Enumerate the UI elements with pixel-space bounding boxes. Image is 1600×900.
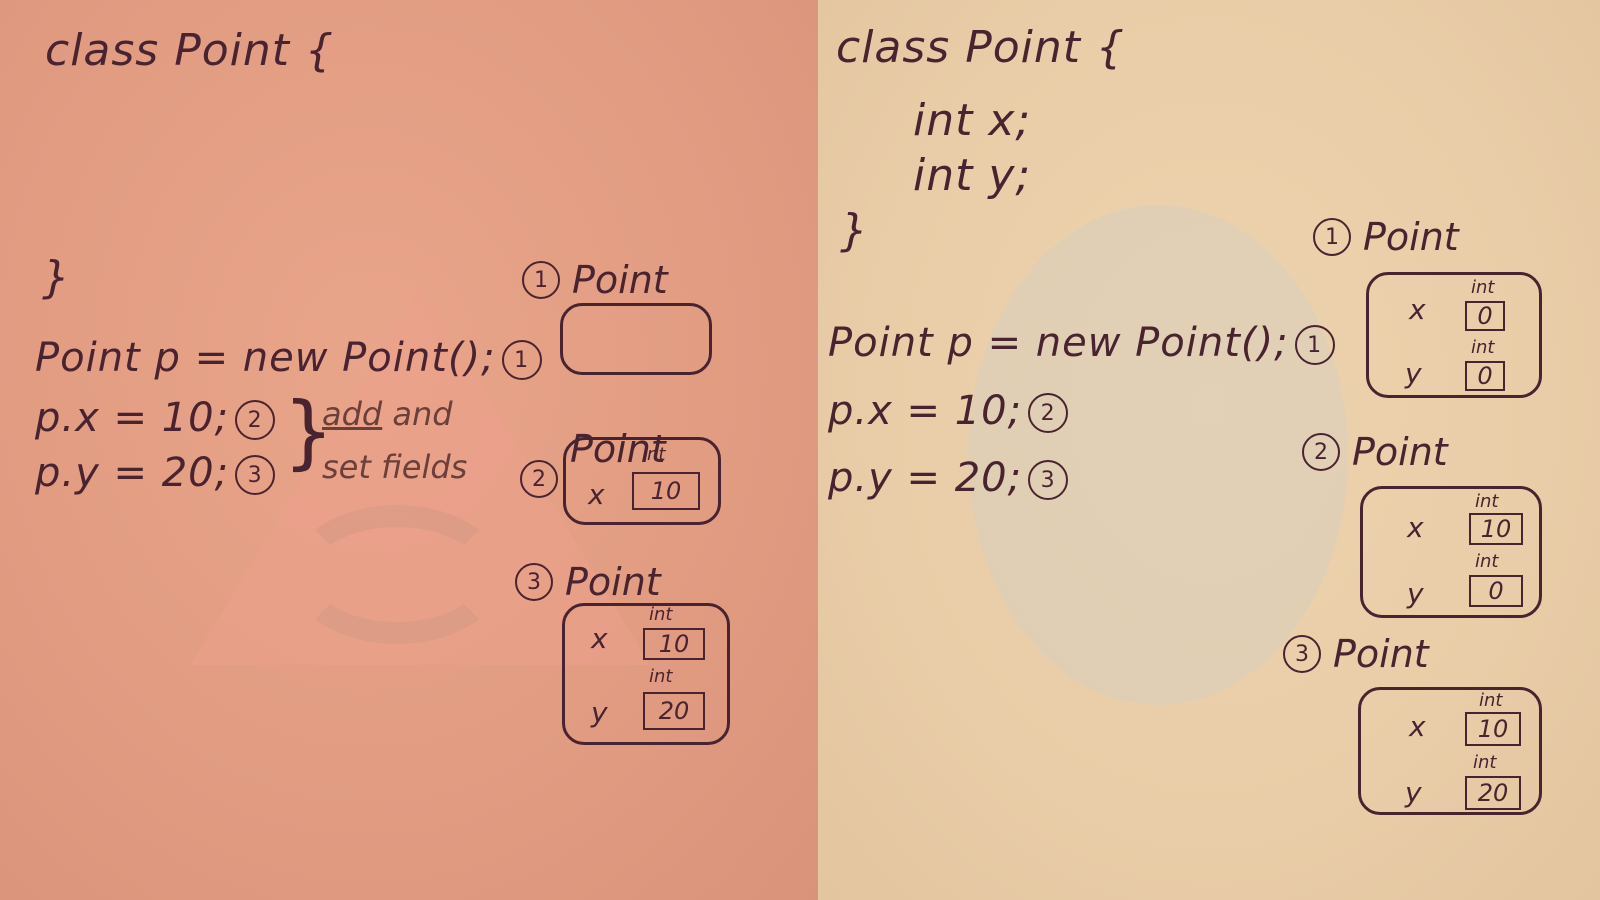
step-number: 1 [1294, 325, 1335, 365]
annotation-and: and [382, 395, 453, 433]
step-number: 2 [520, 460, 558, 498]
field-type: int [649, 604, 673, 625]
left-code-line-3: p.y = 20;3 [35, 450, 276, 496]
field-type: int [642, 444, 666, 465]
right-class-close: } [840, 205, 869, 256]
right-object-2-box: x int 10 y int 0 [1360, 486, 1542, 618]
field-value: 0 [1465, 301, 1505, 331]
field-value: 0 [1469, 575, 1523, 607]
right-object-2-label: 2 Point [1302, 430, 1448, 474]
code-text: Point p = new Point(); [828, 320, 1289, 366]
field-name: y [1405, 357, 1422, 390]
field-type: int [649, 666, 673, 687]
right-panel: class Point { int x; int y; } Point p = … [818, 0, 1600, 900]
right-object-1-box: x int 0 y int 0 [1366, 272, 1542, 398]
left-code-line-1: Point p = new Point();1 [35, 335, 542, 381]
field-type: int [1475, 551, 1499, 572]
step-number: 1 [522, 261, 560, 299]
field-type: int [1471, 277, 1495, 298]
step-number: 2 [1302, 433, 1340, 471]
right-object-3-box: x int 10 y int 20 [1358, 687, 1542, 815]
code-text: p.x = 10; [828, 388, 1023, 434]
field-name: x [588, 478, 605, 511]
field-type: int [1471, 337, 1495, 358]
watermark-circle [968, 205, 1348, 705]
field-type: int [1473, 752, 1497, 773]
step-number: 3 [515, 563, 553, 601]
left-class-close: } [42, 252, 71, 303]
brace-icon: } [283, 385, 334, 478]
field-value: 10 [1465, 712, 1521, 746]
field-type: int [1475, 491, 1499, 512]
right-code-line-2: p.x = 10;2 [828, 388, 1069, 434]
left-class-open: class Point { [45, 25, 335, 76]
left-panel: class Point { } Point p = new Point(); 1 … [0, 0, 818, 900]
object-title: Point [1333, 632, 1429, 676]
field-name: y [1407, 577, 1424, 610]
left-object-3-label: 3 Point [515, 560, 661, 604]
object-title: Point [1352, 430, 1448, 474]
field-name: x [1409, 293, 1426, 326]
annotation-line-1: add and [322, 395, 453, 433]
annotation-add: add [322, 395, 383, 433]
step-number: 3 [235, 455, 276, 495]
right-code-line-1: Point p = new Point();1 [828, 320, 1335, 366]
field-name: x [1409, 710, 1426, 743]
step-number: 2 [235, 400, 276, 440]
code-text: Point p = new Point(); [35, 335, 496, 381]
left-object-1-label: 1 Point [522, 258, 668, 302]
left-object-3-box: x int 10 y int 20 [562, 603, 730, 745]
left-object-2-box: x int 10 [563, 437, 721, 525]
step-number: 1 [1313, 218, 1351, 256]
field-value: 0 [1465, 361, 1505, 391]
code-text: p.x = 10; [35, 395, 230, 441]
watermark-swirl [290, 505, 504, 644]
right-object-3-label: 3 Point [1283, 632, 1429, 676]
object-title: Point [1363, 215, 1459, 259]
field-name: x [1407, 511, 1424, 544]
object-title: Point [570, 427, 666, 471]
field-value: 20 [1465, 776, 1521, 810]
field-name: y [1405, 776, 1422, 809]
step-number: 1 [501, 340, 542, 380]
right-object-1-label: 1 Point [1313, 215, 1459, 259]
annotation-line-2: set fields [322, 448, 468, 486]
code-text: p.y = 20; [828, 455, 1023, 501]
field-name: y [591, 696, 608, 729]
right-code-line-3: p.y = 20;3 [828, 455, 1069, 501]
left-code-line-2: p.x = 10;2 [35, 395, 276, 441]
left-object-1-box [560, 303, 712, 375]
step-number: 3 [1283, 635, 1321, 673]
field-value: 10 [643, 628, 705, 660]
step-number: 2 [1028, 393, 1069, 433]
code-text: p.y = 20; [35, 450, 230, 496]
field-value: 10 [1469, 513, 1523, 545]
right-field-y: int y; [913, 150, 1032, 201]
field-name: x [591, 622, 608, 655]
field-value: 20 [643, 692, 705, 730]
step-number: 3 [1028, 460, 1069, 500]
object-title: Point [565, 560, 661, 604]
field-type: int [1479, 690, 1503, 711]
right-class-open: class Point { [836, 22, 1126, 73]
left-object-2-label: 2 Point [520, 400, 666, 498]
field-value: 10 [632, 472, 700, 510]
object-title: Point [572, 258, 668, 302]
right-field-x: int x; [913, 95, 1032, 146]
